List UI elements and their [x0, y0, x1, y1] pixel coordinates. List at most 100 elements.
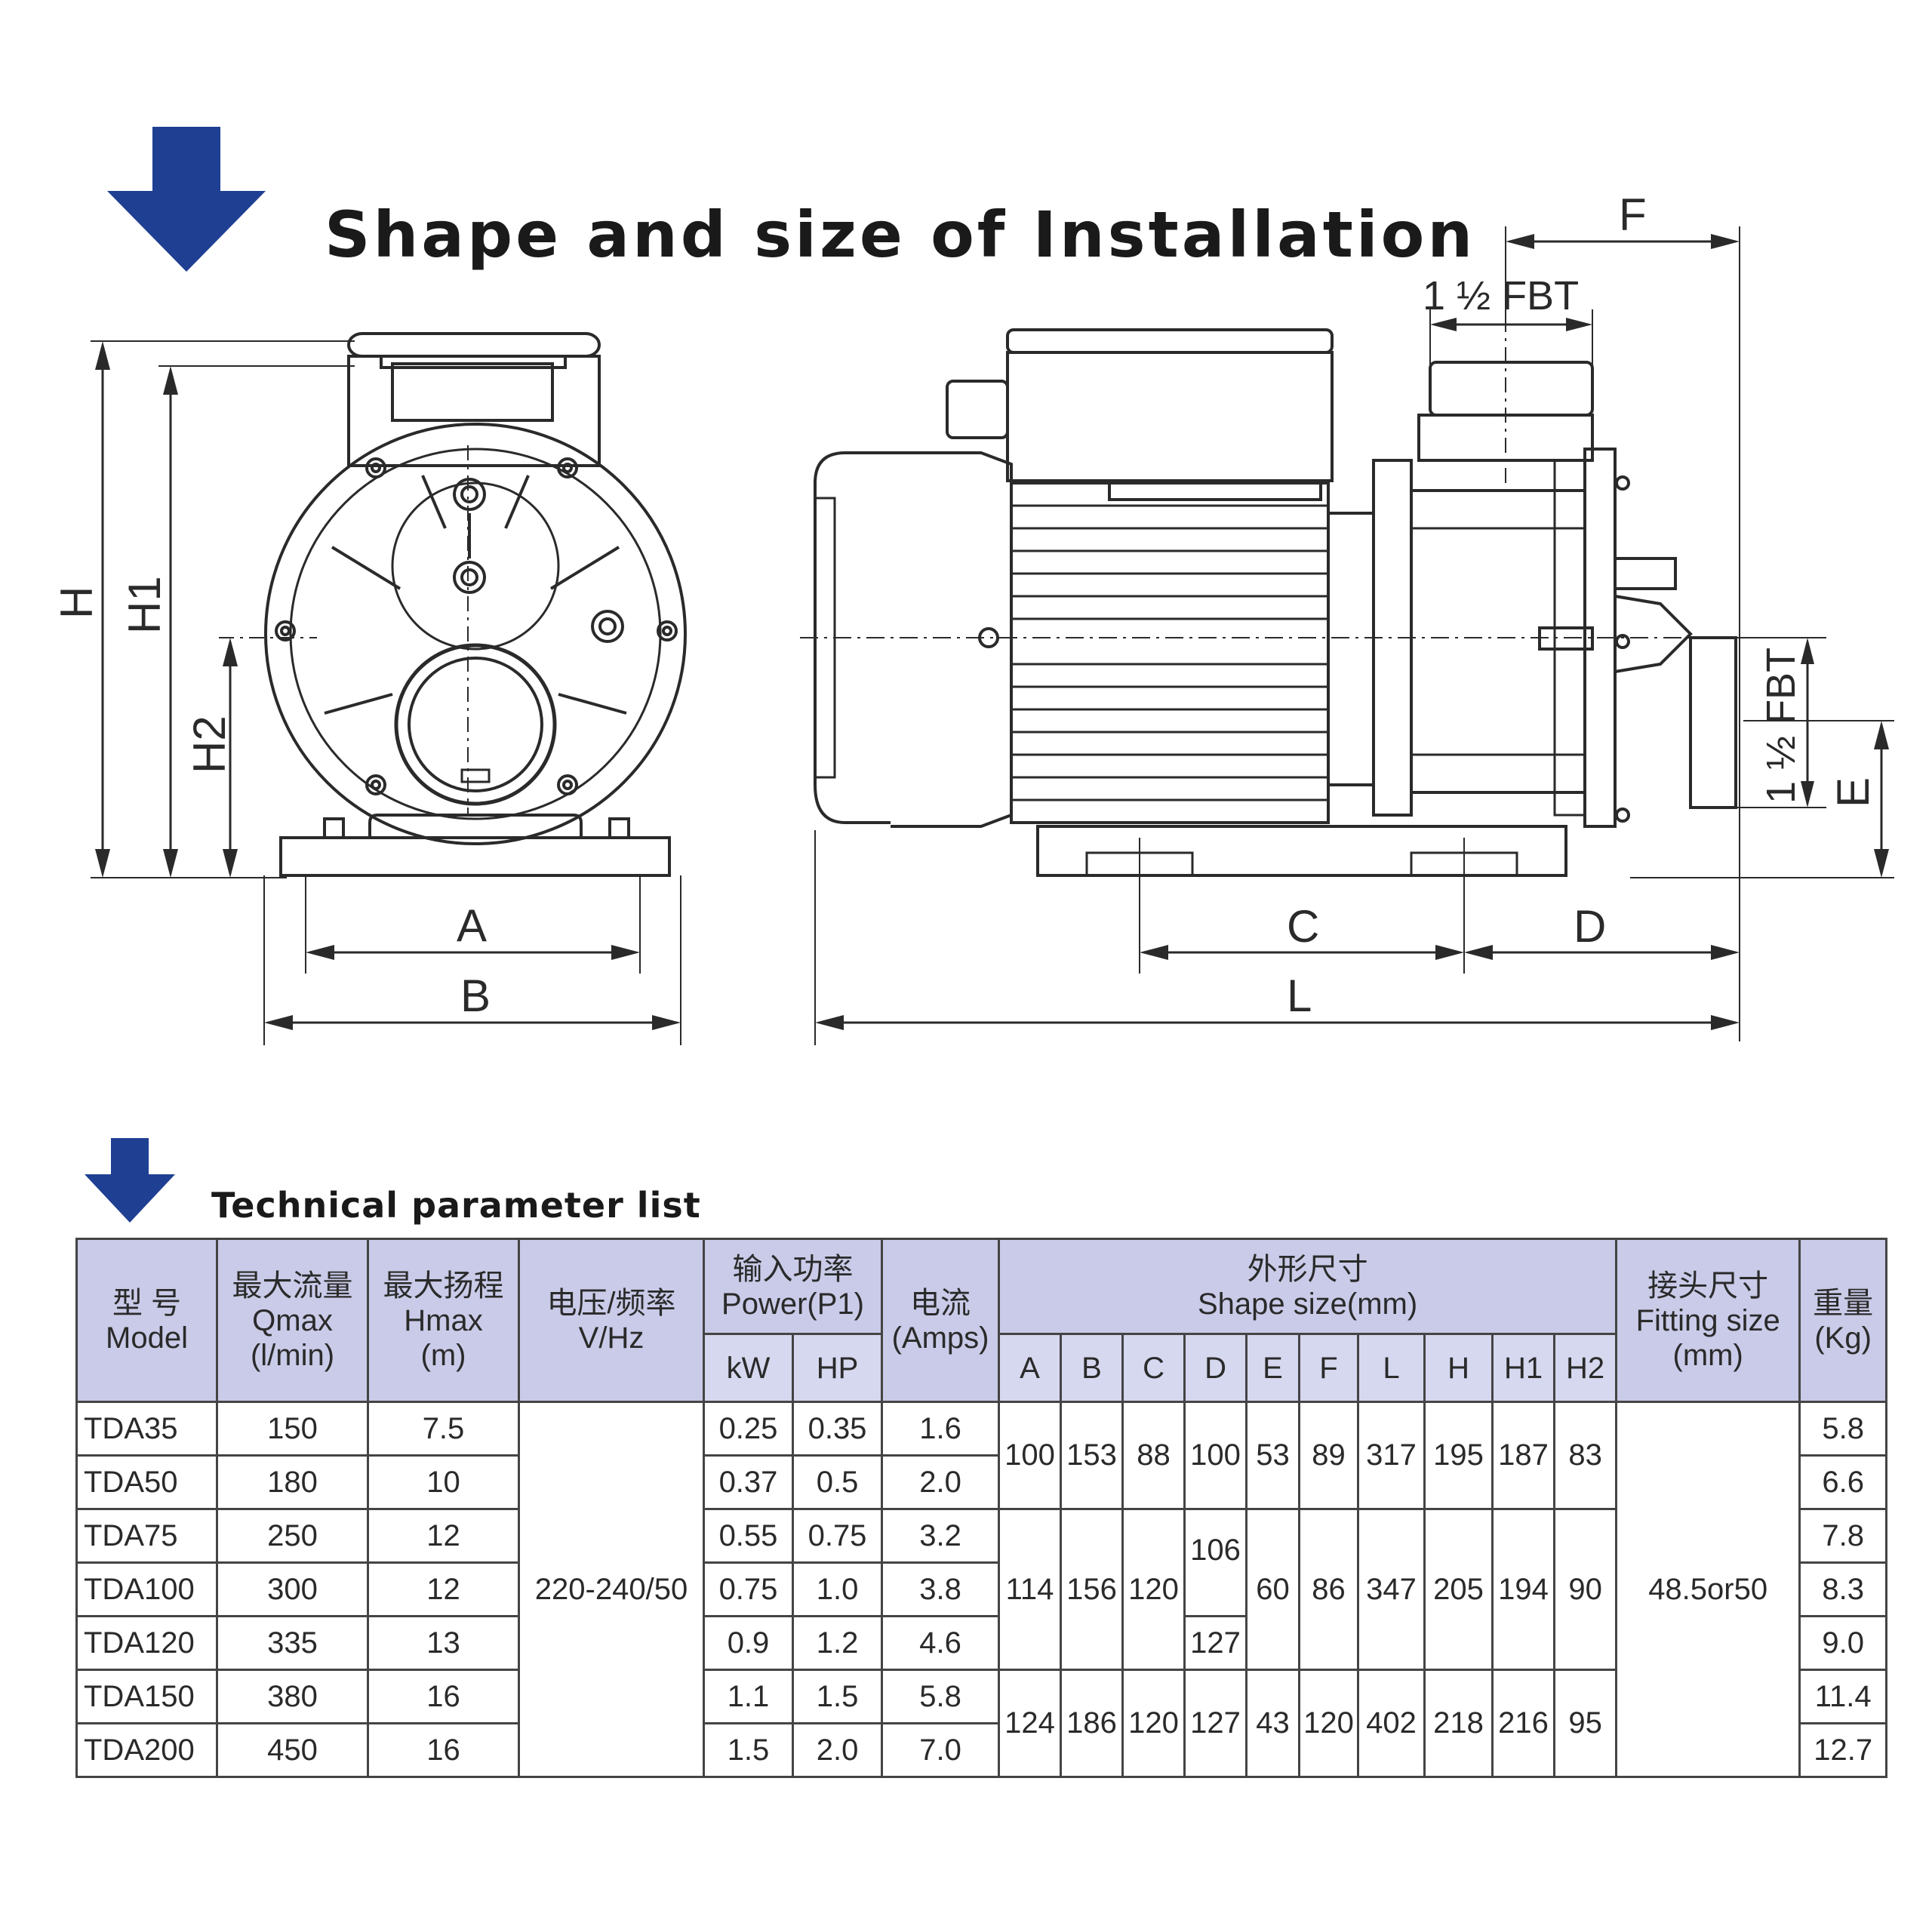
header-shape-size: 外形尺寸 Shape size(mm) — [998, 1238, 1618, 1335]
cell-hmax: 7.5 — [367, 1401, 520, 1457]
header-dim-h2: H2 — [1553, 1333, 1618, 1403]
cell-dim-h1: 216 — [1491, 1669, 1556, 1778]
header-dim-l: L — [1357, 1333, 1426, 1403]
cell-amps: 7.0 — [881, 1722, 1001, 1778]
cell-kw: 1.1 — [703, 1669, 794, 1724]
cell-hp: 0.75 — [791, 1508, 884, 1564]
down-arrow-icon — [107, 127, 266, 272]
cell-hmax: 13 — [367, 1615, 520, 1671]
cell-amps: 5.8 — [881, 1669, 1001, 1724]
header-dim-c: C — [1121, 1333, 1186, 1403]
cell-dim-c: 88 — [1121, 1401, 1186, 1510]
cell-dim-f: 89 — [1298, 1401, 1360, 1510]
cell-model: TDA200 — [75, 1722, 218, 1778]
cell-qmax: 180 — [216, 1454, 369, 1510]
cell-dim-a: 100 — [998, 1401, 1063, 1510]
cell-amps: 4.6 — [881, 1615, 1001, 1671]
cell-dim-c: 120 — [1121, 1508, 1186, 1671]
cell-hp: 1.0 — [791, 1561, 884, 1617]
cell-hmax: 12 — [367, 1508, 520, 1564]
installation-drawing: H H1 H2 A B F 1 ½ FBT 1 ½ FBT E C D L — [51, 189, 1894, 1045]
dim-label-e: E — [1828, 777, 1878, 808]
cell-kw: 0.75 — [703, 1561, 794, 1617]
cell-hp: 0.5 — [791, 1454, 884, 1510]
table-row: TDA120 335 13 0.9 1.2 4.6 127 9.0 — [75, 1615, 1888, 1671]
cell-dim-b: 153 — [1060, 1401, 1124, 1510]
cell-dim-l: 402 — [1357, 1669, 1426, 1778]
cell-dim-e: 60 — [1245, 1508, 1301, 1671]
table-row: TDA150 380 16 1.1 1.5 5.8 124 186 120 12… — [75, 1669, 1888, 1778]
down-arrow-icon — [85, 1138, 175, 1223]
cell-dim-h2: 83 — [1553, 1401, 1618, 1510]
cell-dim-h2: 90 — [1553, 1508, 1618, 1671]
cell-qmax: 150 — [216, 1401, 369, 1457]
dim-label-f: F — [1619, 189, 1647, 240]
header-model: 型 号 Model — [75, 1238, 218, 1403]
header-dim-d: D — [1183, 1333, 1248, 1403]
dim-label-fbt-top: 1 ½ FBT — [1423, 273, 1579, 318]
cell-dim-c: 120 — [1121, 1669, 1186, 1778]
cell-hp: 1.5 — [791, 1669, 884, 1724]
header-current: 电流 (Amps) — [881, 1238, 1001, 1403]
cell-dim-d-value: 106 — [1190, 1534, 1241, 1567]
header-hmax: 最大扬程 Hmax (m) — [367, 1238, 520, 1403]
cell-hmax: 12 — [367, 1561, 520, 1617]
cell-hmax: 10 — [367, 1454, 520, 1510]
header-dim-f: F — [1298, 1333, 1360, 1403]
front-view — [91, 332, 687, 1045]
header-dim-h: H — [1423, 1333, 1494, 1403]
cell-dim-h: 205 — [1423, 1508, 1494, 1671]
cell-dim-l: 317 — [1357, 1401, 1426, 1510]
cell-dim-d: 127 — [1183, 1615, 1248, 1671]
cell-model: TDA150 — [75, 1669, 218, 1724]
cell-weight: 6.6 — [1798, 1454, 1888, 1510]
cell-amps: 3.2 — [881, 1508, 1001, 1564]
table-row: TDA75 250 12 0.55 0.75 3.2 114 156 120 1… — [75, 1508, 1888, 1671]
cell-dim-a: 114 — [998, 1508, 1063, 1671]
cell-dim-h1: 194 — [1491, 1508, 1556, 1671]
cell-dim-b: 156 — [1060, 1508, 1124, 1671]
cell-dim-b: 186 — [1060, 1669, 1124, 1778]
page-title: Shape and size of Installation — [325, 198, 1476, 272]
dim-label-c: C — [1287, 901, 1319, 952]
cell-qmax: 450 — [216, 1722, 369, 1778]
table-title: Technical parameter list — [211, 1185, 701, 1226]
cell-dim-h1: 187 — [1491, 1401, 1556, 1510]
header-qmax: 最大流量 Qmax (l/min) — [216, 1238, 369, 1403]
cell-dim-h: 218 — [1423, 1669, 1494, 1778]
cell-kw: 0.55 — [703, 1508, 794, 1564]
cell-kw: 0.25 — [703, 1401, 794, 1457]
cell-amps: 1.6 — [881, 1401, 1001, 1457]
table-row: TDA100 300 12 0.75 1.0 3.8 8.3 — [75, 1561, 1888, 1617]
cell-model: TDA120 — [75, 1615, 218, 1671]
cell-dim-f: 120 — [1298, 1669, 1360, 1778]
cell-weight: 8.3 — [1798, 1561, 1888, 1617]
cell-qmax: 380 — [216, 1669, 369, 1724]
dim-label-h1: H1 — [119, 576, 170, 634]
table-row: TDA50 180 10 0.37 0.5 2.0 6.6 — [75, 1454, 1888, 1510]
cell-hmax: 16 — [367, 1669, 520, 1724]
cell-dim-h: 195 — [1423, 1401, 1494, 1510]
cell-dim-a: 124 — [998, 1669, 1063, 1778]
cell-model: TDA50 — [75, 1454, 218, 1510]
cell-model: TDA100 — [75, 1561, 218, 1617]
cell-hp: 0.35 — [791, 1401, 884, 1457]
header-dim-a: A — [998, 1333, 1063, 1403]
cell-dim-d: 106 — [1183, 1508, 1248, 1617]
cell-model: TDA35 — [75, 1401, 218, 1457]
cell-kw: 0.9 — [703, 1615, 794, 1671]
header-power: 输入功率 Power(P1) — [702, 1238, 884, 1335]
cell-weight: 9.0 — [1798, 1615, 1888, 1671]
cell-weight: 12.7 — [1798, 1722, 1888, 1778]
cell-dim-d: 127 — [1183, 1669, 1248, 1778]
cell-hp: 2.0 — [791, 1722, 884, 1778]
cell-dim-d: 100 — [1183, 1401, 1248, 1510]
cell-weight: 7.8 — [1798, 1508, 1888, 1564]
dim-label-b: B — [460, 971, 491, 1021]
dim-label-d: D — [1574, 901, 1606, 952]
cell-dim-h2: 95 — [1553, 1669, 1618, 1778]
dim-label-fbt-side: 1 ½ FBT — [1758, 648, 1804, 804]
cell-dim-l: 347 — [1357, 1508, 1426, 1671]
cell-hmax: 16 — [367, 1722, 520, 1778]
header-dim-h1: H1 — [1491, 1333, 1556, 1403]
